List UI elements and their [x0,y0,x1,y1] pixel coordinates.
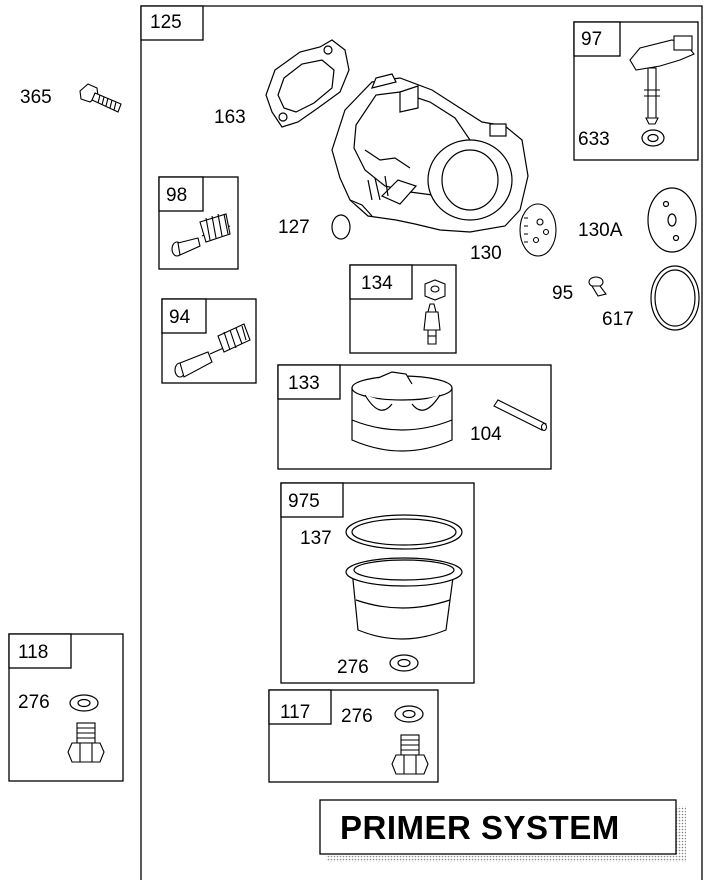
part-276-kit117-label: 276 [341,706,373,727]
part-163-label: 163 [214,107,246,128]
kit-118-ref: 118 [18,642,49,663]
fuel-bowl-975-icon [345,557,463,640]
kit-975-ref: 975 [288,491,320,512]
assembly-frame [140,5,703,880]
part-130-label: 130 [470,243,502,264]
float-133-icon [351,371,453,452]
o-ring-137-icon [345,514,463,550]
drain-plug-118-icon [67,722,105,763]
assembly-ref-label: 125 [150,12,182,33]
kit-97-ref: 97 [581,29,603,50]
primer-cover-130a-icon [647,187,697,253]
hinge-pin-104-icon [493,399,548,432]
primer-97-icon [629,35,695,125]
washer-633-icon [641,129,665,147]
diagram-title: PRIMER SYSTEM [340,809,620,846]
idle-screw-98-icon [171,213,231,257]
o-ring-617-icon [650,265,700,331]
primer-disc-130-icon [519,203,557,257]
kit-133-ref: 133 [288,373,320,394]
part-127-label: 127 [278,217,310,238]
kit-98-ref: 98 [166,185,188,206]
kit-117-ref: 117 [280,702,311,723]
part-130a-label: 130A [578,220,623,241]
kit-134-ref: 134 [361,273,393,294]
drain-plug-117-icon [391,734,429,775]
part-276-bowl-label: 276 [337,657,369,678]
part-276-kit118-label: 276 [18,692,50,713]
title-banner [319,799,686,862]
needle-seat-134-icon [423,279,446,345]
carburetor-body-icon [331,73,529,233]
gasket-276-kit117-icon [394,705,424,723]
gasket-163-icon [265,39,350,128]
bolt-365-icon [79,83,122,113]
part-95-label: 95 [552,283,574,304]
mixture-screw-94-icon [174,323,251,378]
part-104-label: 104 [470,424,502,445]
screw-95-icon [588,276,607,297]
part-365-label: 365 [20,87,52,108]
gasket-276-bowl-icon [389,654,419,672]
part-137-label: 137 [300,528,332,549]
kit-94-ref: 94 [169,307,191,328]
gasket-276-kit118-icon [69,694,99,712]
part-617-label: 617 [602,309,634,330]
welch-plug-127-icon [331,214,351,240]
part-633-label: 633 [578,129,610,150]
